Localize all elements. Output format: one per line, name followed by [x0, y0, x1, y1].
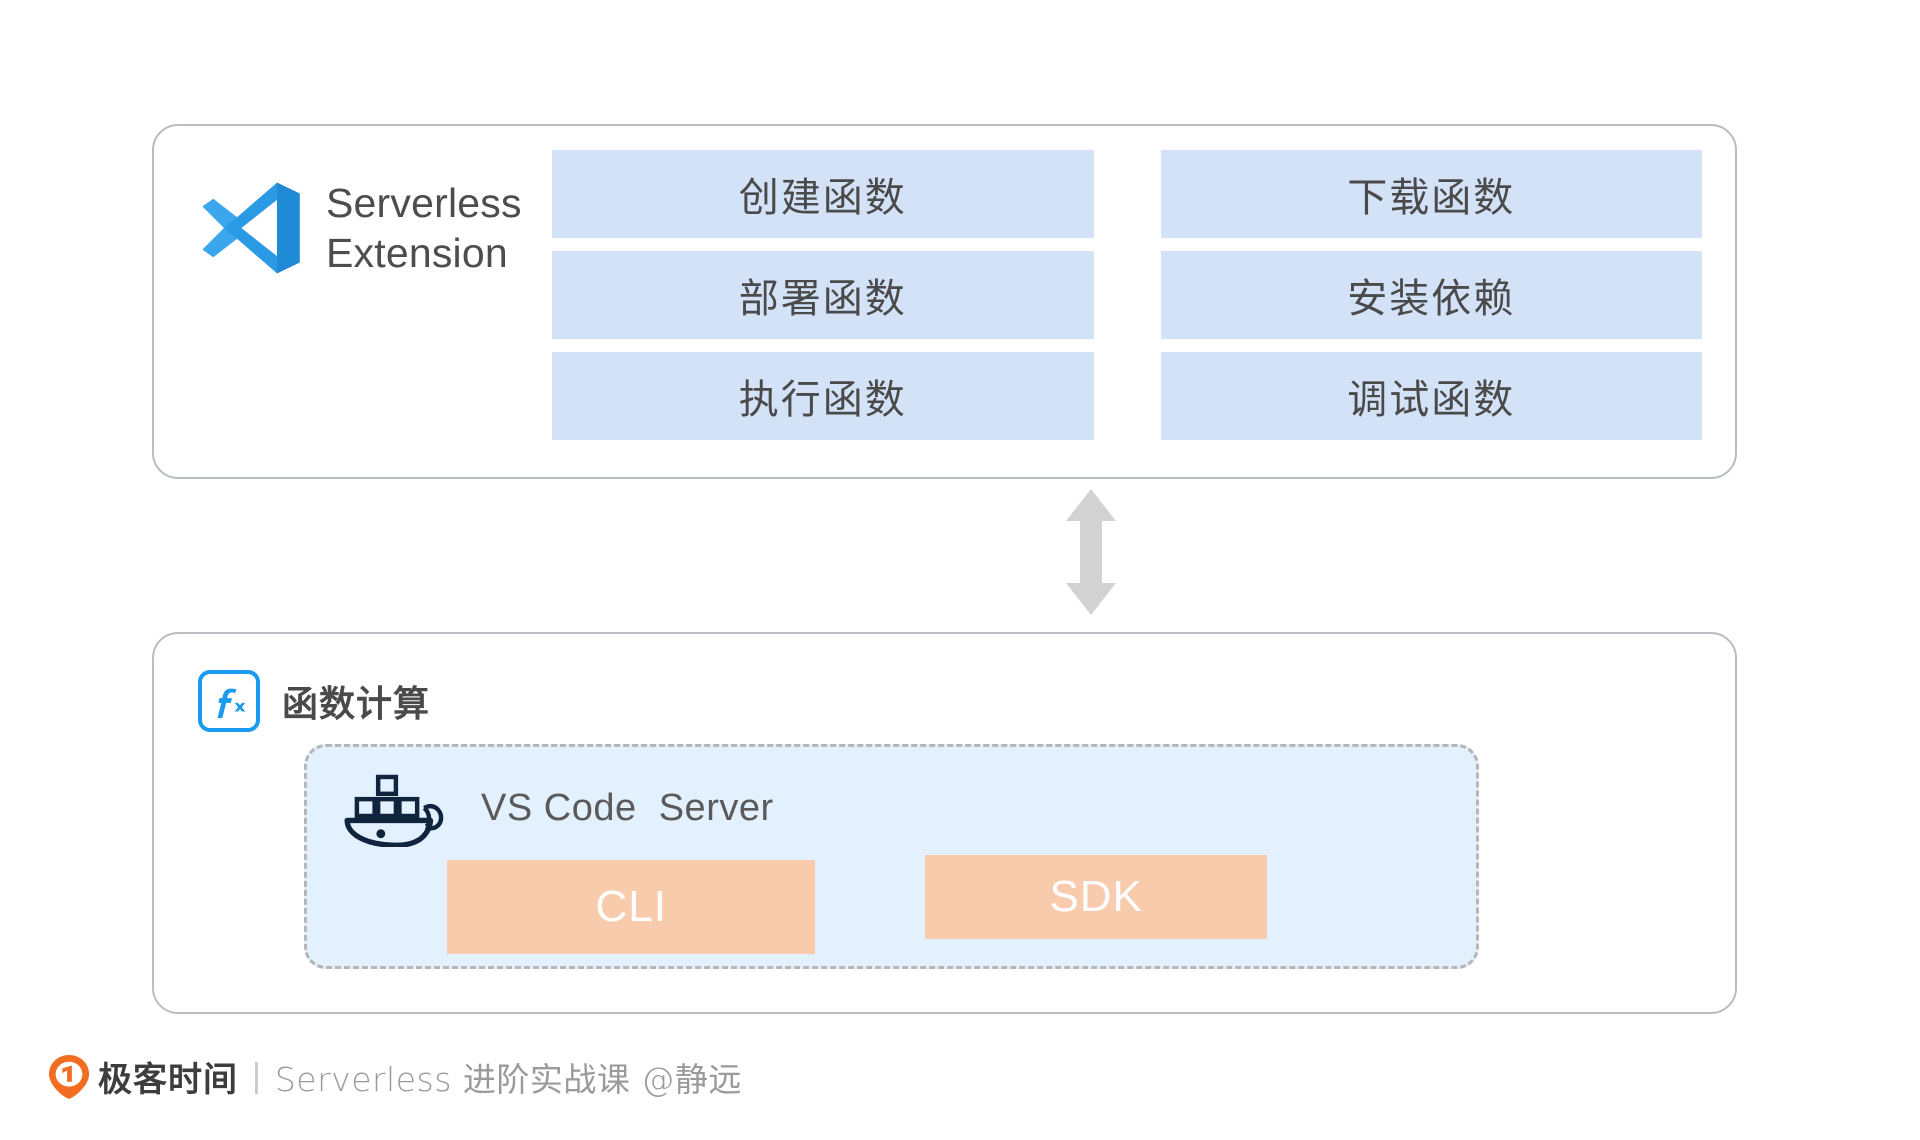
extension-brand: Serverless Extension [196, 174, 522, 282]
sdk-cli-row: CLI SDK [447, 855, 1267, 954]
serverless-extension-panel: Serverless Extension 创建函数 下载函数 部署函数 安装依赖… [152, 124, 1737, 479]
debug-function-button[interactable]: 调试函数 [1160, 352, 1702, 440]
geekbang-logo-icon [48, 1054, 90, 1100]
install-dependency-button[interactable]: 安装依赖 [1160, 251, 1702, 339]
function-compute-panel: 函数计算 VS Code Server [152, 632, 1737, 1014]
deploy-function-button[interactable]: 部署函数 [552, 251, 1094, 339]
function-compute-header: 函数计算 [198, 670, 430, 732]
extension-title: Serverless Extension [326, 179, 522, 276]
vscode-logo-icon [196, 174, 304, 282]
footer-subtitle: Serverless 进阶实战课 @静远 [274, 1059, 742, 1099]
bidirectional-arrow [1056, 487, 1126, 617]
vscode-server-label: VS Code Server [481, 786, 774, 829]
sdk-chip[interactable]: SDK [925, 855, 1267, 939]
docker-row: VS Code Server [341, 769, 774, 848]
vscode-server-container: VS Code Server CLI SDK [304, 744, 1479, 969]
function-compute-title: 函数计算 [282, 684, 431, 725]
footer-divider: | [252, 1057, 261, 1095]
function-action-grid: 创建函数 下载函数 部署函数 安装依赖 执行函数 调试函数 [552, 150, 1702, 440]
footer-branding: 极客时间 | Serverless 进阶实战课 @静远 [48, 1052, 742, 1101]
docker-whale-icon [341, 769, 449, 848]
invoke-function-button[interactable]: 执行函数 [552, 352, 1094, 440]
create-function-button[interactable]: 创建函数 [552, 150, 1094, 238]
download-function-button[interactable]: 下载函数 [1160, 150, 1702, 238]
geekbang-brand-text: 极客时间 [98, 1060, 238, 1100]
fx-icon [198, 670, 260, 732]
cli-chip[interactable]: CLI [447, 860, 816, 954]
